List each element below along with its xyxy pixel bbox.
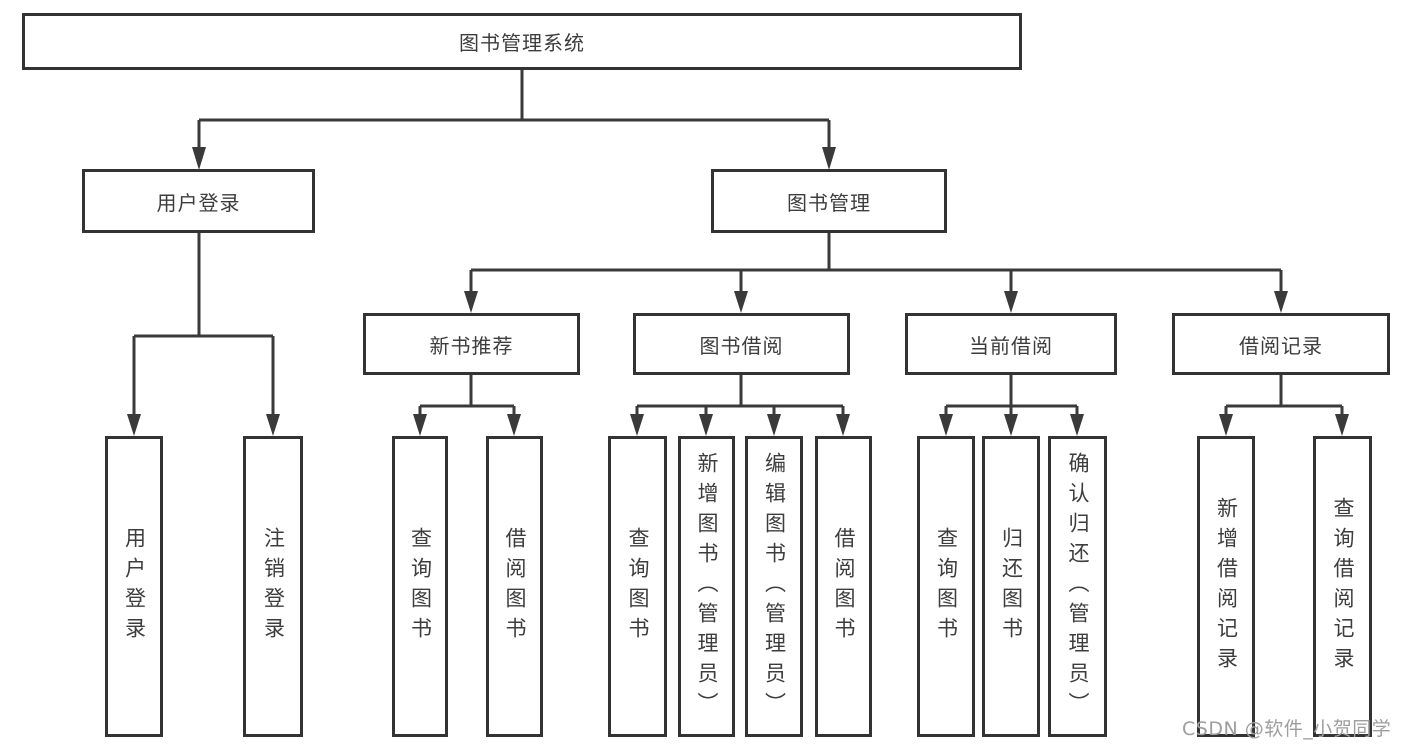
node-label: 查询图书 bbox=[626, 526, 650, 647]
node-borrowing-records: 借阅记录 bbox=[1172, 313, 1390, 375]
node-label: 用户登录 bbox=[122, 526, 147, 647]
csdn-watermark: CSDN @软件_小贺同学 bbox=[1182, 718, 1392, 740]
node-label: 查询图书 bbox=[934, 526, 959, 647]
leaf-query-books-borrow: 查询图书 bbox=[608, 436, 667, 737]
leaf-add-books-admin: 新增图书（管理员） bbox=[678, 436, 735, 737]
node-label: 借阅记录 bbox=[1239, 333, 1323, 358]
node-label: 图书管理 bbox=[787, 190, 871, 215]
node-label: 归还图书 bbox=[999, 526, 1024, 647]
node-label: 图书管理系统 bbox=[459, 31, 585, 55]
leaf-add-borrow-record: 新增借阅记录 bbox=[1197, 436, 1255, 737]
leaf-return-books: 归还图书 bbox=[982, 436, 1040, 737]
node-label: 新增借阅记录 bbox=[1214, 496, 1239, 677]
node-new-book-recommend: 新书推荐 bbox=[363, 313, 580, 375]
node-label: 新书推荐 bbox=[429, 333, 514, 358]
leaf-user-login: 用户登录 bbox=[105, 436, 163, 737]
node-label: 借阅图书 bbox=[503, 526, 527, 647]
node-label: 当前借阅 bbox=[969, 333, 1053, 358]
leaf-query-borrow-record: 查询借阅记录 bbox=[1313, 436, 1372, 737]
node-label: 编辑图书（管理员） bbox=[762, 451, 787, 722]
leaf-borrow-books-recommend: 借阅图书 bbox=[486, 436, 543, 737]
leaf-query-books-recommend: 查询图书 bbox=[392, 436, 448, 737]
node-library-system: 图书管理系统 bbox=[22, 13, 1022, 70]
leaf-confirm-return-admin: 确认归还（管理员） bbox=[1048, 436, 1107, 737]
node-label: 图书借阅 bbox=[699, 333, 784, 358]
node-user-login: 用户登录 bbox=[82, 169, 315, 233]
node-label: 注销登录 bbox=[261, 526, 286, 647]
leaf-edit-books-admin: 编辑图书（管理员） bbox=[745, 436, 803, 737]
node-label: 查询图书 bbox=[408, 526, 433, 647]
node-label: 借阅图书 bbox=[832, 526, 856, 647]
leaf-logout: 注销登录 bbox=[243, 436, 303, 737]
leaf-borrow-books: 借阅图书 bbox=[815, 436, 872, 737]
node-book-borrowing: 图书借阅 bbox=[633, 313, 850, 375]
node-label: 新增图书（管理员） bbox=[695, 451, 719, 722]
leaf-query-books-current: 查询图书 bbox=[917, 436, 975, 737]
node-label: 确认归还（管理员） bbox=[1066, 451, 1090, 722]
node-current-borrowing: 当前借阅 bbox=[905, 313, 1117, 375]
node-label: 查询借阅记录 bbox=[1331, 496, 1355, 677]
node-label: 用户登录 bbox=[156, 190, 241, 215]
node-book-management: 图书管理 bbox=[711, 169, 947, 233]
